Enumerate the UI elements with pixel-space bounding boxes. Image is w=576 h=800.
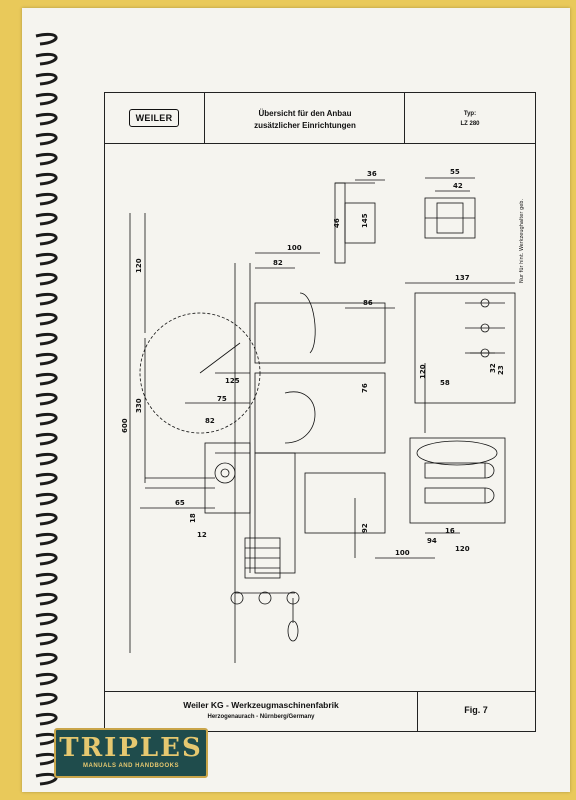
spiral-ring: [35, 532, 58, 546]
dimension-label: 125: [225, 377, 240, 385]
badge-tagline: MANUALS AND HANDBOOKS: [83, 763, 179, 769]
dimension-label: 16: [445, 527, 455, 535]
spiral-ring: [35, 412, 58, 426]
spiral-ring: [35, 312, 58, 326]
spiral-ring: [35, 652, 58, 666]
spiral-ring: [35, 492, 58, 506]
spiral-ring: [35, 52, 58, 66]
spiral-ring: [35, 392, 58, 406]
dimension-label: 76: [361, 383, 369, 393]
dimension-label: 600: [121, 418, 129, 433]
spiral-ring: [35, 372, 58, 386]
footer-company-cell: Weiler KG - Werkzeugmaschinenfabrik Herz…: [105, 692, 418, 732]
spiral-ring: [35, 292, 58, 306]
triples-badge: TRIPLES MANUALS AND HANDBOOKS: [54, 728, 208, 778]
title-block: WEILER Übersicht für den Anbau zusätzlic…: [105, 93, 535, 144]
weiler-logo: WEILER: [129, 109, 179, 127]
spiral-ring: [35, 132, 58, 146]
spiral-ring: [35, 112, 58, 126]
footer-block: Weiler KG - Werkzeugmaschinenfabrik Herz…: [105, 691, 535, 732]
manual-page: WEILER Übersicht für den Anbau zusätzlic…: [22, 8, 570, 792]
spiral-ring: [35, 92, 58, 106]
dimension-label: 137: [455, 274, 470, 282]
spiral-ring: [35, 552, 58, 566]
dimension-label: 75: [217, 395, 227, 403]
dimension-label: 120: [135, 258, 143, 273]
dimension-label: 100: [287, 244, 302, 252]
spiral-ring: [35, 32, 58, 46]
spiral-ring: [35, 232, 58, 246]
dimension-label: 65: [175, 499, 185, 507]
spiral-ring: [35, 672, 58, 686]
dimension-label: 42: [453, 182, 463, 190]
dimension-label: 23: [497, 365, 505, 375]
dimension-label: 46: [333, 218, 341, 228]
dimension-label: 32: [489, 363, 497, 373]
company-location: Herzogenaurach - Nürnberg/Germany: [207, 714, 315, 720]
spiral-ring: [35, 192, 58, 206]
spiral-ring: [35, 332, 58, 346]
dimension-label: 36: [367, 170, 377, 178]
title-cell: Übersicht für den Anbau zusätzlicher Ein…: [205, 93, 405, 143]
dimension-label: 92: [361, 523, 369, 533]
spiral-ring: [35, 612, 58, 626]
dimension-label: 100: [395, 549, 410, 557]
spiral-ring: [35, 632, 58, 646]
spiral-ring: [35, 172, 58, 186]
dimension-label: 55: [450, 168, 460, 176]
spiral-ring: [35, 352, 58, 366]
dimension-label: 82: [205, 417, 215, 425]
spiral-ring: [35, 272, 58, 286]
spiral-ring: [35, 472, 58, 486]
type-label: Typ:: [463, 111, 477, 117]
spiral-ring: [35, 452, 58, 466]
dimension-label: 58: [440, 379, 450, 387]
dimension-label: 86: [363, 299, 373, 307]
spiral-ring: [35, 72, 58, 86]
badge-name: TRIPLES: [59, 733, 203, 763]
dimension-label: 330: [135, 398, 143, 413]
type-cell: Typ: LZ 280: [405, 93, 535, 143]
dimension-label: 120: [419, 364, 427, 379]
spiral-ring: [35, 512, 58, 526]
spiral-ring: [35, 712, 58, 726]
spiral-ring: [35, 252, 58, 266]
drawing-note: Nur für hint. Werkzeughalter geb.: [519, 199, 525, 283]
spiral-ring: [35, 152, 58, 166]
title-line-2: zusätzlicher Einrichtungen: [254, 121, 356, 130]
dimension-label: 18: [189, 513, 197, 523]
dimension-label: 12: [197, 531, 207, 539]
spiral-ring: [35, 772, 58, 786]
dimension-label: 82: [273, 259, 283, 267]
type-value: LZ 280: [460, 121, 480, 127]
technical-drawing: 36 55 42 46 145 120 100 82 86 137 330 125 76 75 82 600 1…: [121, 168, 525, 663]
dimension-label: 145: [361, 213, 369, 228]
title-line-1: Übersicht für den Anbau: [258, 109, 352, 118]
spiral-ring: [35, 432, 58, 446]
spiral-ring: [35, 592, 58, 606]
spiral-ring: [35, 212, 58, 226]
dimension-label: 94: [427, 537, 437, 545]
drawing-frame: WEILER Übersicht für den Anbau zusätzlic…: [104, 92, 536, 732]
spiral-binding: [35, 32, 58, 786]
spiral-ring: [35, 572, 58, 586]
company-name: Weiler KG - Werkzeugmaschinenfabrik: [183, 700, 339, 710]
dimension-label: 120: [455, 545, 470, 553]
logo-cell: WEILER: [105, 93, 205, 143]
figure-number: Fig. 7: [464, 705, 488, 715]
spiral-ring: [35, 692, 58, 706]
